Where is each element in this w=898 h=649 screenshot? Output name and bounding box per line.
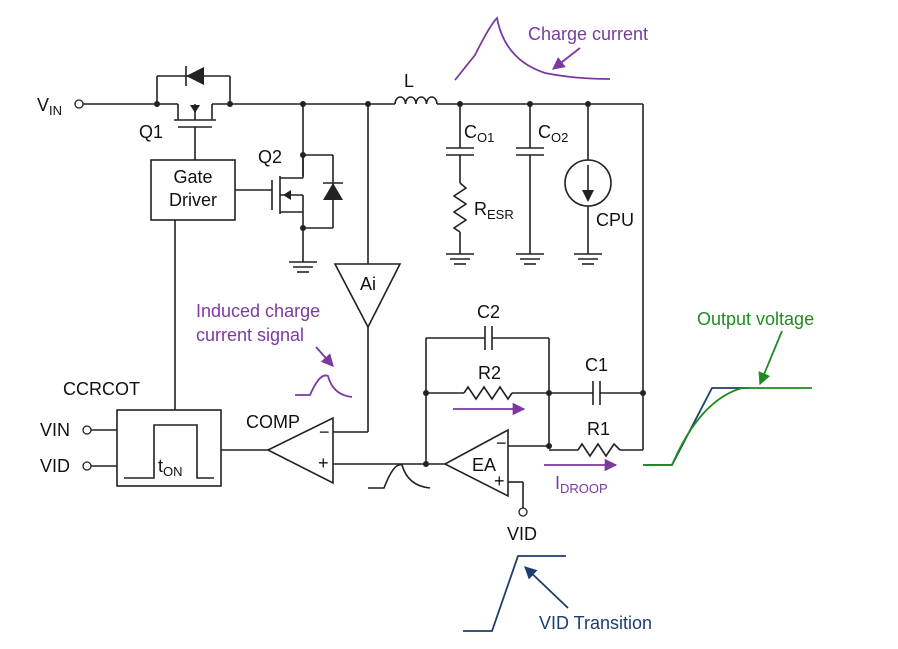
- charge-current-annotation: Charge current: [528, 24, 648, 44]
- c2-label: C2: [477, 302, 500, 322]
- vid-transition-annotation: VID Transition: [539, 613, 652, 633]
- q1-label: Q1: [139, 122, 163, 142]
- r2-resistor: [463, 385, 513, 401]
- comp-plus-label: +: [318, 453, 329, 473]
- idroop-label: IDROOP: [555, 473, 608, 496]
- vin-input-terminal: [82, 425, 92, 435]
- inductor-icon: [394, 96, 438, 105]
- cpu-current-source-icon: [564, 104, 612, 265]
- output-voltage-annotation: Output voltage: [697, 309, 814, 329]
- induced-signal-waveform: [295, 374, 353, 398]
- gate-driver-label-1: Gate: [173, 167, 212, 187]
- q2-mosfet: [271, 104, 343, 262]
- charge-current-waveform: [454, 16, 611, 81]
- ea-plus-label: +: [494, 471, 505, 491]
- vid-ref-label: VID: [507, 524, 537, 544]
- ccrcot-label: CCRCOT: [63, 379, 140, 399]
- r1-label: R1: [587, 419, 610, 439]
- vin-label: VIN: [37, 95, 62, 118]
- vin-input-label: VIN: [40, 420, 70, 440]
- c1-capacitor: [592, 381, 601, 405]
- comp-input-waveform: [368, 463, 431, 489]
- ea-label: EA: [472, 455, 496, 475]
- q1-body-diode-icon: [186, 67, 204, 85]
- c2-capacitor: [484, 326, 493, 350]
- q2-body-diode-icon: [323, 183, 343, 200]
- co2-label: CO2: [538, 122, 568, 145]
- ea-minus-label: −: [496, 433, 507, 453]
- vid-ref-terminal: [518, 507, 528, 517]
- gate-driver-block: [150, 159, 236, 221]
- ai-label: Ai: [360, 274, 376, 294]
- vin-terminal: [74, 99, 84, 109]
- induced-signal-annotation-1: Induced charge: [196, 301, 320, 321]
- comp-comparator: [266, 416, 334, 485]
- vid-input-label: VID: [40, 456, 70, 476]
- resr-label: RESR: [474, 199, 514, 222]
- r1-resistor: [577, 442, 621, 458]
- inductor-label: L: [404, 71, 414, 91]
- ea-amplifier: [443, 428, 509, 498]
- ton-label: tON: [158, 456, 183, 479]
- vid-transition-waveform: [463, 555, 566, 632]
- ai-amplifier: [333, 263, 402, 329]
- ton-pulse-icon: [124, 424, 214, 479]
- vid-input-terminal: [82, 461, 92, 471]
- q1-mosfet: [156, 66, 231, 160]
- c1-label: C1: [585, 355, 608, 375]
- comp-label: COMP: [246, 412, 300, 432]
- output-voltage-ideal-waveform: [643, 387, 750, 466]
- co1-capacitor: [446, 104, 474, 265]
- r2-label: R2: [478, 363, 501, 383]
- output-voltage-waveform: [643, 387, 812, 466]
- gate-driver-label-2: Driver: [169, 190, 217, 210]
- q2-label: Q2: [258, 147, 282, 167]
- induced-signal-annotation-2: current signal: [196, 325, 304, 345]
- co2-capacitor: [516, 104, 544, 265]
- ground-icon: [289, 261, 317, 273]
- comp-minus-label: −: [319, 422, 330, 442]
- ccrcot-block: [116, 409, 222, 487]
- cpu-label: CPU: [596, 210, 634, 230]
- co1-label: CO1: [464, 122, 494, 145]
